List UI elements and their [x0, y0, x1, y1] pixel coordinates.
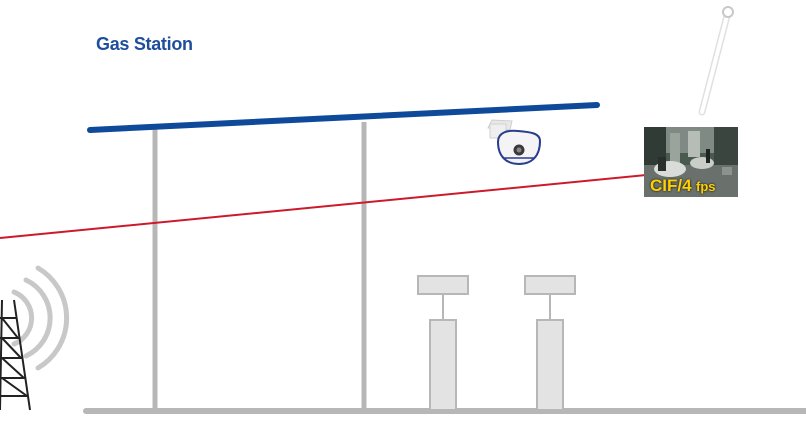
canopy-roof — [90, 105, 597, 130]
fuel-pump-icon — [418, 276, 468, 410]
resolution-label: CIF/4 — [650, 176, 692, 195]
network-cable — [0, 175, 646, 238]
camera-stream-label: CIF/4 fps — [650, 176, 716, 196]
camera-icon — [488, 120, 540, 164]
antenna-icon — [702, 7, 733, 112]
fps-unit-label: fps — [696, 179, 716, 194]
fuel-pump-icon — [525, 276, 575, 410]
